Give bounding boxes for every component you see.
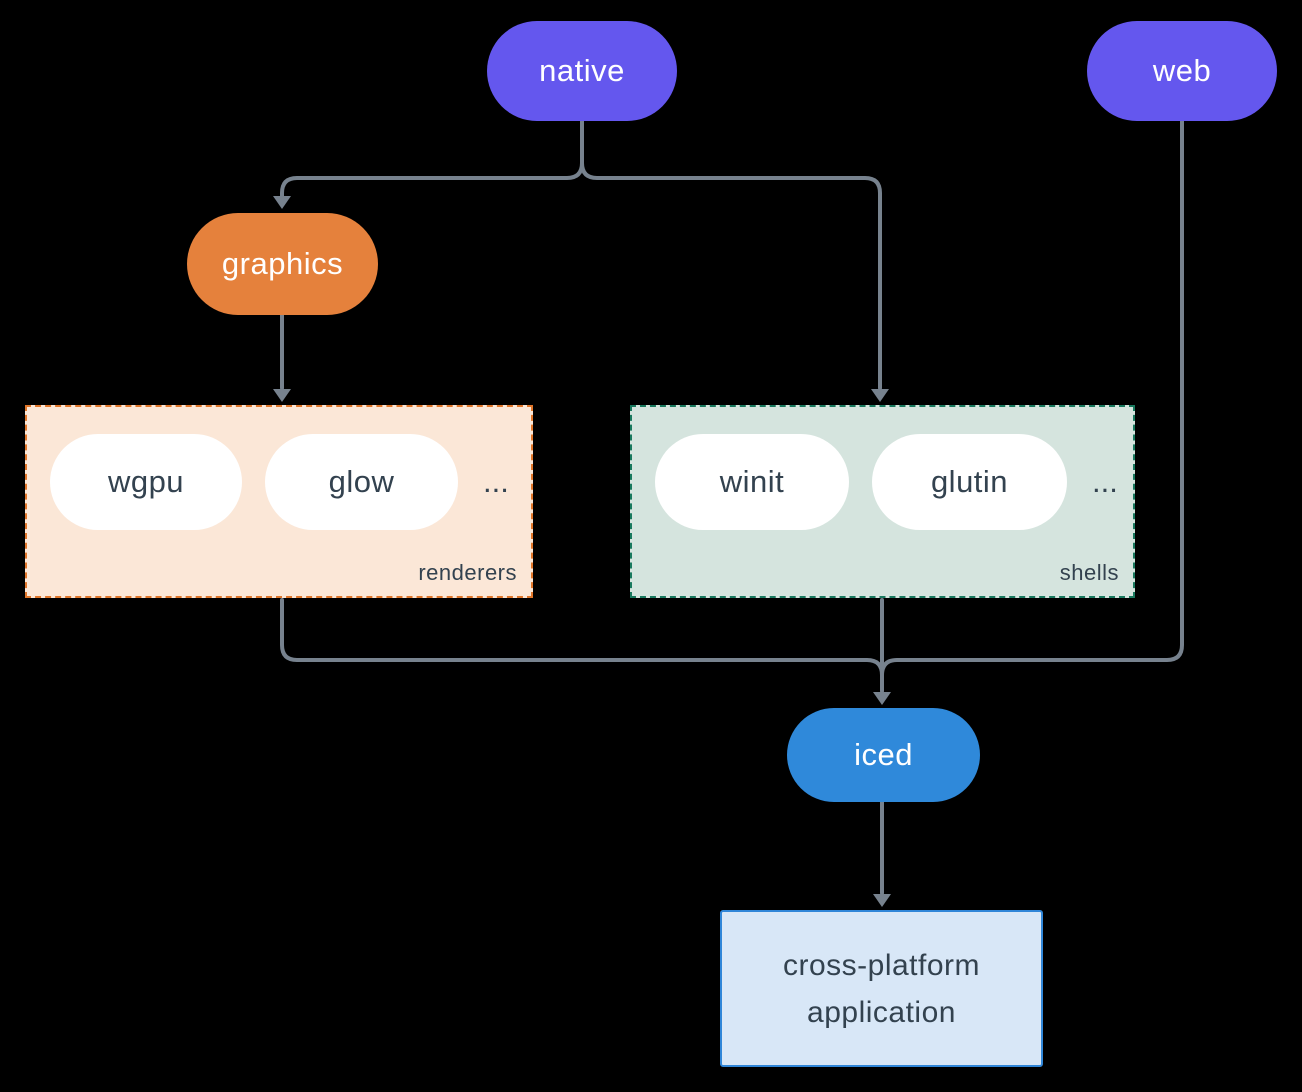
node-winit: winit	[655, 434, 849, 530]
arrowhead-into-shells	[871, 389, 889, 402]
shells-ellipsis: ...	[1092, 464, 1118, 499]
edge-native-to-graphics	[280, 119, 584, 198]
edge-native-to-shells	[580, 161, 882, 390]
arrowhead-into-renderers	[273, 389, 291, 402]
application-label-line2: application	[807, 995, 956, 1029]
node-graphics: graphics	[187, 213, 378, 315]
renderers-group-label: renderers	[418, 560, 517, 585]
node-glutin-label: glutin	[930, 464, 1009, 499]
group-renderers: wgpu glow ... renderers	[25, 405, 533, 598]
arrowhead-into-application	[873, 894, 891, 907]
node-glow-label: glow	[328, 464, 395, 499]
shells-group-label: shells	[1059, 560, 1119, 585]
node-glutin: glutin	[872, 434, 1067, 530]
node-graphics-label: graphics	[221, 246, 344, 281]
node-wgpu: wgpu	[50, 434, 242, 530]
renderers-row: wgpu glow ...	[27, 407, 509, 530]
arrowhead-into-graphics	[273, 196, 291, 209]
group-shells: winit glutin ... shells	[630, 405, 1135, 598]
node-cross-platform-application: cross-platform application	[720, 910, 1043, 1067]
node-iced-label: iced	[854, 737, 913, 772]
edge-renderers-to-merge	[280, 598, 884, 677]
node-glow: glow	[265, 434, 458, 530]
node-native: native	[487, 21, 677, 121]
arrowhead-into-iced	[873, 692, 891, 705]
node-wgpu-label: wgpu	[107, 464, 185, 499]
node-native-label: native	[539, 53, 625, 88]
node-web-label: web	[1152, 53, 1212, 88]
application-label-line1: cross-platform	[782, 948, 981, 982]
node-winit-label: winit	[719, 464, 785, 499]
renderers-ellipsis: ...	[483, 464, 509, 499]
node-web: web	[1087, 21, 1277, 121]
shells-row: winit glutin ...	[632, 407, 1118, 530]
node-iced: iced	[787, 708, 980, 802]
